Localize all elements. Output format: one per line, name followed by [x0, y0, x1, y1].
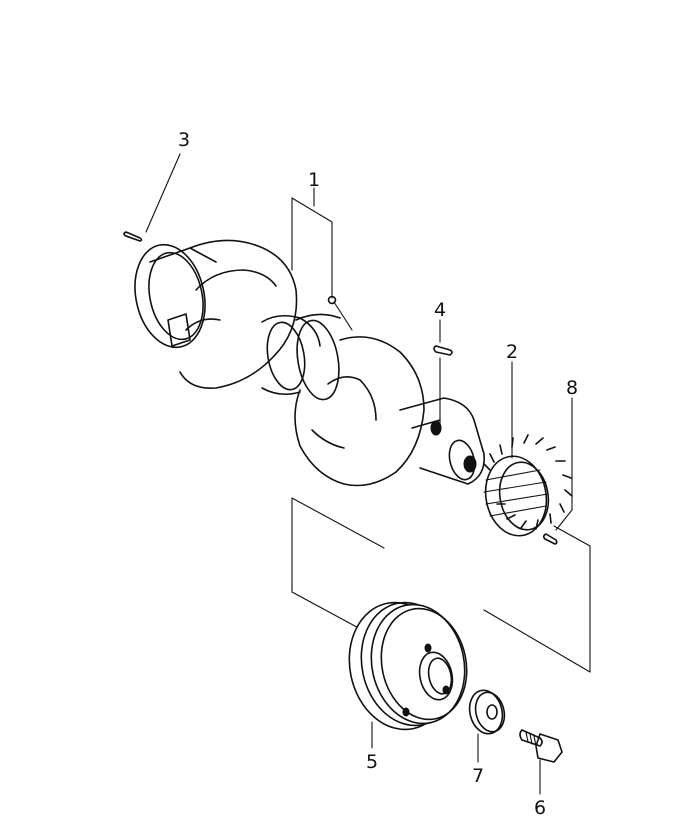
callout-7: 7: [472, 765, 484, 787]
pulley-group-bracket: [291, 497, 591, 673]
callout-1: 1: [308, 169, 320, 191]
callout-6: 6: [534, 797, 546, 818]
part-3-dowel-pin: [123, 153, 181, 242]
callout-2: 2: [506, 341, 518, 363]
part-1-crankshaft: [134, 187, 485, 487]
part-6-bolt: [519, 729, 563, 795]
part-2-gear: [483, 361, 573, 537]
callout-8: 8: [566, 377, 578, 399]
callout-4: 4: [434, 299, 446, 321]
part-5-pulley: [348, 601, 468, 749]
part-7-washer: [468, 689, 506, 763]
part-8-pin: [542, 397, 573, 545]
callout-5: 5: [366, 751, 378, 773]
part-4-key: [433, 319, 453, 431]
callout-3: 3: [178, 129, 190, 151]
